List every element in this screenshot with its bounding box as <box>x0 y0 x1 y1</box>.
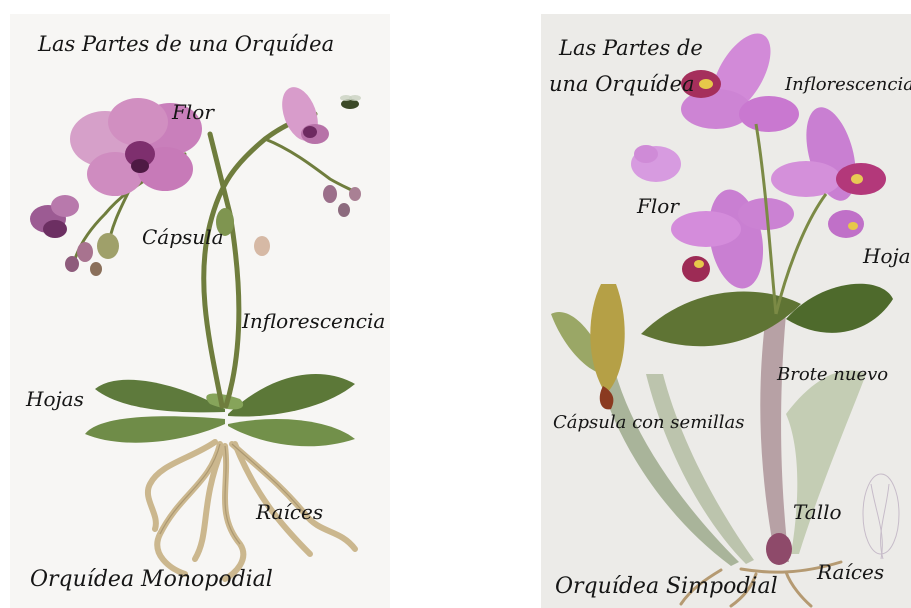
label-flor: Flor <box>172 102 214 122</box>
label-raices: Raíces <box>256 502 323 522</box>
label-tallo: Tallo <box>793 502 842 522</box>
simpodial-flower-3 <box>631 145 681 182</box>
monopodial-flower-small <box>30 195 79 238</box>
monopodial-footer: Orquídea Monopodial <box>30 569 273 591</box>
label-capsula-semillas: Cápsula con semillas <box>553 414 745 432</box>
simpodial-flowers <box>631 24 886 293</box>
simpodial-pseudobulbs <box>596 314 866 566</box>
simpodial-title-line2: una Orquídea <box>549 74 695 95</box>
simpodial-new-bulb <box>766 533 792 565</box>
simpodial-panel: Las Partes de una Orquídea Inflorescenci… <box>541 14 911 608</box>
simpodial-title-line1: Las Partes de <box>559 38 703 59</box>
label-inflorescencia-simpodial: Inflorescencia <box>785 76 911 94</box>
simpodial-sketch <box>863 474 899 559</box>
monopodial-flower-top <box>275 82 329 146</box>
label-capsula: Cápsula <box>142 227 224 247</box>
monopodial-title: Las Partes de una Orquídea <box>38 34 334 55</box>
bee-icon <box>340 95 361 109</box>
simpodial-flower-5 <box>828 210 864 238</box>
label-flor-simpodial: Flor <box>637 196 679 216</box>
label-hoja: Hoja <box>863 246 911 266</box>
monopodial-panel: Las Partes de una Orquídea Flor Cápsula … <box>10 14 390 608</box>
label-inflorescencia: Inflorescencia <box>242 311 385 331</box>
label-raices-simpodial: Raíces <box>817 562 884 582</box>
monopodial-roots <box>148 442 355 579</box>
label-hojas: Hojas <box>26 389 84 409</box>
simpodial-flower-4 <box>671 185 794 293</box>
label-brote-nuevo: Brote nuevo <box>777 366 888 384</box>
simpodial-illustration <box>541 14 911 608</box>
simpodial-footer: Orquídea Simpodial <box>555 576 778 598</box>
